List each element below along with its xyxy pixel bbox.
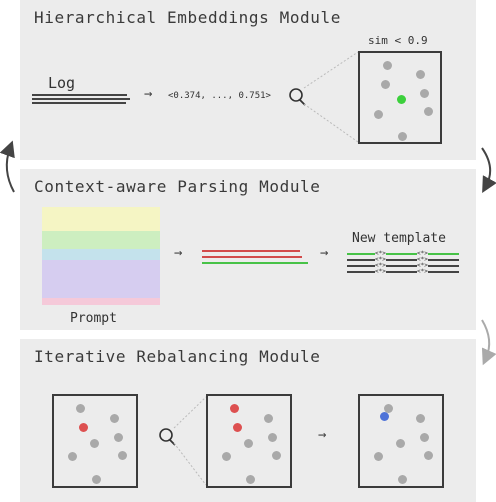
prompt-band [42, 231, 160, 249]
embedding-dot [384, 404, 393, 413]
log-label: Log [48, 74, 76, 92]
outlier-dot [79, 423, 88, 432]
iterative-rebalancing-panel: Iterative Rebalancing Module → [20, 339, 476, 502]
embedding-dot [424, 451, 433, 460]
template-placeholder: <*> [375, 262, 386, 269]
template-placeholder: <*> [375, 250, 386, 257]
embedding-dot [416, 414, 425, 423]
embedding-dot [76, 404, 85, 413]
embedding-dot [244, 439, 253, 448]
parsed-line-red [202, 250, 300, 252]
embedding-dot [272, 451, 281, 460]
prompt-band [42, 298, 160, 305]
log-line [32, 98, 130, 100]
embedding-dot [68, 452, 77, 461]
embedding-dot [374, 452, 383, 461]
embedding-dot [420, 89, 429, 98]
magnifier-icon [289, 51, 359, 143]
template-placeholder: <*> [375, 268, 386, 275]
arrow-right-icon: → [318, 427, 327, 443]
cluster-box-zoomed [206, 394, 292, 488]
template-line [347, 265, 459, 267]
rebalanced-dot [380, 412, 389, 421]
embedding-dot [424, 107, 433, 116]
embedding-dot [118, 451, 127, 460]
parsed-line-green [202, 262, 308, 264]
cluster-box-after [358, 394, 444, 488]
embedding-space-box [358, 51, 442, 144]
new-template-label: New template [352, 231, 446, 246]
prompt-band [42, 249, 160, 260]
embedding-dot [420, 433, 429, 442]
outlier-dot [233, 423, 242, 432]
embedding-dot [398, 475, 407, 484]
cycle-arrow-icon-right [481, 147, 496, 193]
cycle-arrow-icon-left [0, 140, 15, 193]
embedding-dot [268, 433, 277, 442]
cycle-arrow-icon-bottom [481, 319, 496, 366]
prompt-band [42, 207, 160, 231]
embedding-dot [396, 439, 405, 448]
embedding-dot [416, 70, 425, 79]
hierarchical-embeddings-panel: Hierarchical Embeddings Module Log → <0.… [20, 0, 476, 160]
sim-threshold-label: sim < 0.9 [368, 34, 428, 47]
outlier-dot [230, 404, 239, 413]
context-aware-parsing-panel: Context-aware Parsing Module Prompt → → … [20, 169, 476, 330]
parsed-line-red [202, 256, 302, 258]
template-line [347, 271, 459, 273]
template-line [347, 259, 459, 261]
prompt-band [42, 260, 160, 298]
template-placeholder: <*> [375, 256, 386, 263]
panel-title: Iterative Rebalancing Module [34, 347, 321, 366]
selected-embedding-dot [397, 95, 406, 104]
panel-title: Hierarchical Embeddings Module [34, 8, 341, 27]
arrow-right-icon: → [144, 86, 153, 102]
template-placeholder: <*> [417, 268, 428, 275]
embedding-dot [114, 433, 123, 442]
cluster-box-before [52, 394, 138, 488]
prompt-stack [42, 207, 160, 307]
embedding-dot [92, 475, 101, 484]
embedding-dot [264, 414, 273, 423]
template-placeholder: <*> [417, 250, 428, 257]
embedding-dot [398, 132, 407, 141]
template-lines: <*> <*> <*> <*> <*> <*> <*> <*> [347, 250, 459, 279]
embedding-dot [110, 414, 119, 423]
prompt-label: Prompt [70, 311, 117, 326]
arrow-right-icon: → [174, 245, 183, 261]
embedding-dot [374, 110, 383, 119]
log-line [32, 94, 127, 96]
template-line-green [347, 253, 459, 255]
magnifier-icon [159, 396, 207, 486]
embedding-vector: <0.374, ..., 0.751> [168, 91, 271, 101]
embedding-dot [381, 80, 390, 89]
template-placeholder: <*> [417, 262, 428, 269]
embedding-dot [90, 439, 99, 448]
embedding-dot [222, 452, 231, 461]
embedding-dot [383, 61, 392, 70]
panel-title: Context-aware Parsing Module [34, 177, 321, 196]
log-line [32, 102, 126, 104]
template-placeholder: <*> [417, 256, 428, 263]
embedding-dot [246, 475, 255, 484]
arrow-right-icon: → [320, 245, 329, 261]
